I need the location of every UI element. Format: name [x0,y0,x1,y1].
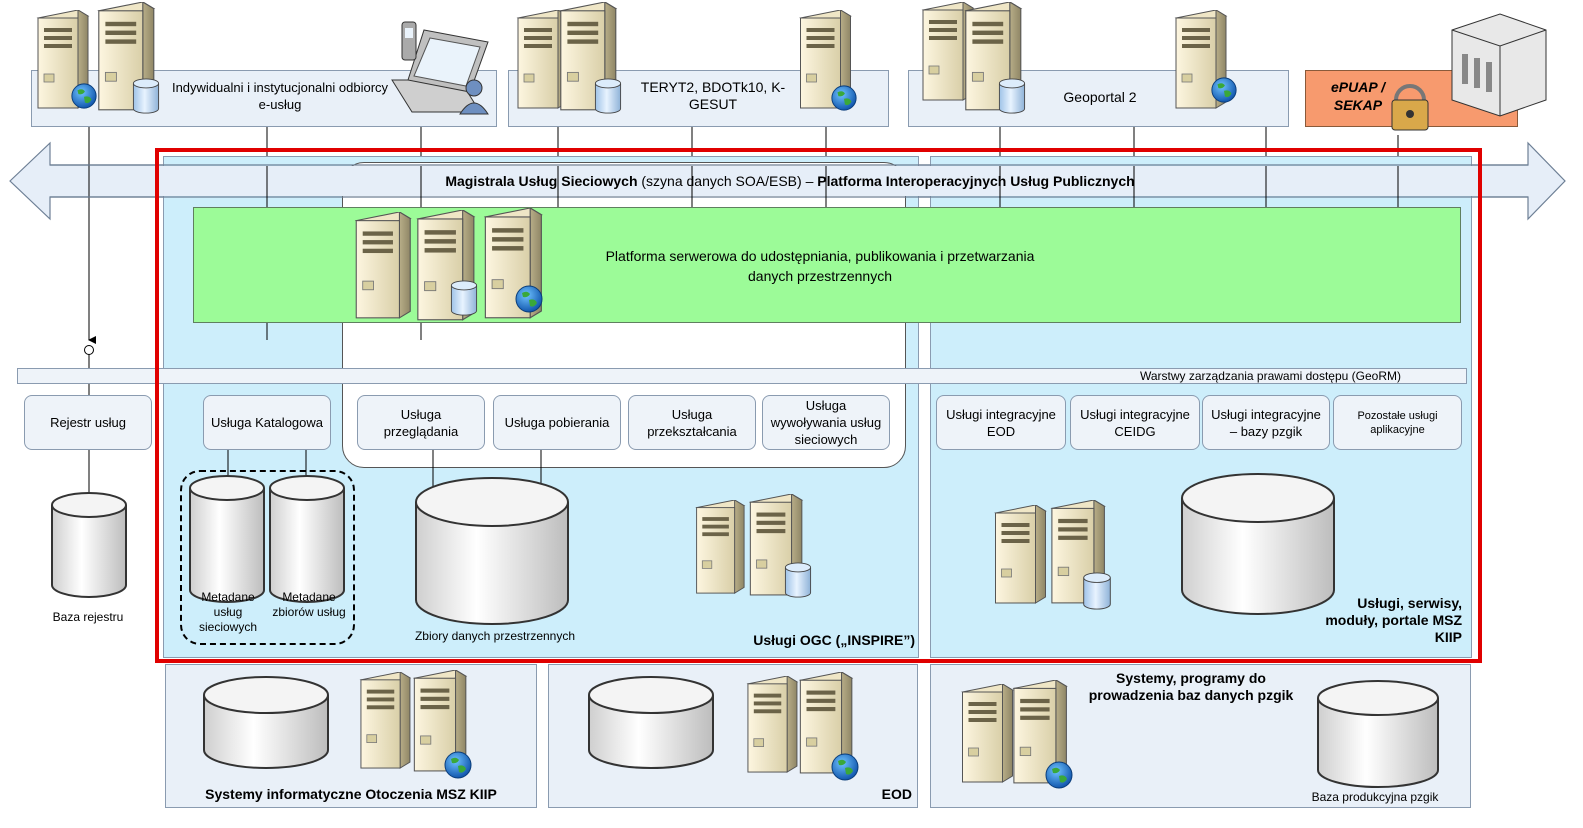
pzgik-servers [961,680,1073,789]
env-servers [360,670,472,779]
metadata-services-db [189,475,265,603]
eod-label: EOD [881,786,912,802]
pzgik-integration-service: Usługi integracyjne – bazy pzgik [1202,395,1330,450]
epuap-label-1: ePUAP / [1331,79,1385,95]
highlight-frame [155,148,1482,663]
pzgik-systems-label: Systemy, programy do prowadzenia baz dan… [1088,670,1294,703]
eod-servers [747,672,859,781]
platform-line2: danych przestrzennych [748,268,892,284]
metadata-group [180,470,355,645]
epuap-building-icon [1391,13,1547,131]
recipients-servers [37,2,160,114]
spatial-sets-label: Zbiory danych przestrzennych [414,629,576,643]
recipients-label: Indywidualni i instytucjonalni odbiorcy … [171,80,389,112]
epuap-label-2: SEKAP [1333,97,1383,113]
other-services: Pozostałe usługi aplikacyjne [1333,395,1462,450]
env-systems-label: Systemy informatyczne Otoczenia MSZ KIIP [205,786,497,802]
geoportal-servers [922,2,1237,114]
teryt-label: TERYT2, BDOTk10, K-GESUT [640,79,786,112]
laptop-user-icon [391,21,489,115]
msz-label: Usługi, serwisy, moduły, portale MSZ KII… [1325,595,1462,645]
ceidg-integration-service: Usługi integracyjne CEIDG [1070,395,1200,450]
ogc-label: Usługi OGC („INSPIRE”) [753,632,915,648]
production-db-label: Baza produkcyjna pzgik [1311,790,1439,804]
download-service: Usługa pobierania [493,395,621,450]
georm-label: Warstwy zarządzania prawami dostępu (Geo… [1140,369,1401,383]
registry-db [51,492,127,598]
env-db [203,676,329,769]
meta-sets-label: Metadane zbiorów usług [272,590,346,619]
eod-db [588,676,714,769]
production-db [1317,680,1439,788]
registry-service: Rejestr usług [24,395,152,450]
bus-title: Magistrala Usług Sieciowych (szyna danyc… [445,173,1135,189]
view-service: Usługa przeglądania [357,395,485,450]
ogc-servers [696,494,812,598]
invoke-service: Usługa wywoływania usług sieciowych [762,395,890,450]
platform-servers [355,208,543,321]
spatial-data-db [415,477,569,625]
transform-service: Usługa przekształcania [628,395,756,450]
metadata-sets-db [269,475,345,603]
georm-bar [17,368,1467,384]
msz-servers [994,500,1111,610]
geoportal-label: Geoportal 2 [1063,89,1137,105]
meta-services-label: Metadane usług sieciowych [198,590,258,634]
registry-db-label: Baza rejestru [52,610,124,624]
catalog-service: Usługa Katalogowa [203,395,331,450]
platform-line1: Platforma serwerowa do udostępniania, pu… [605,248,1035,264]
teryt-servers [517,2,857,114]
eod-integration-service: Usługi integracyjne EOD [936,395,1066,450]
msz-db [1181,473,1335,615]
